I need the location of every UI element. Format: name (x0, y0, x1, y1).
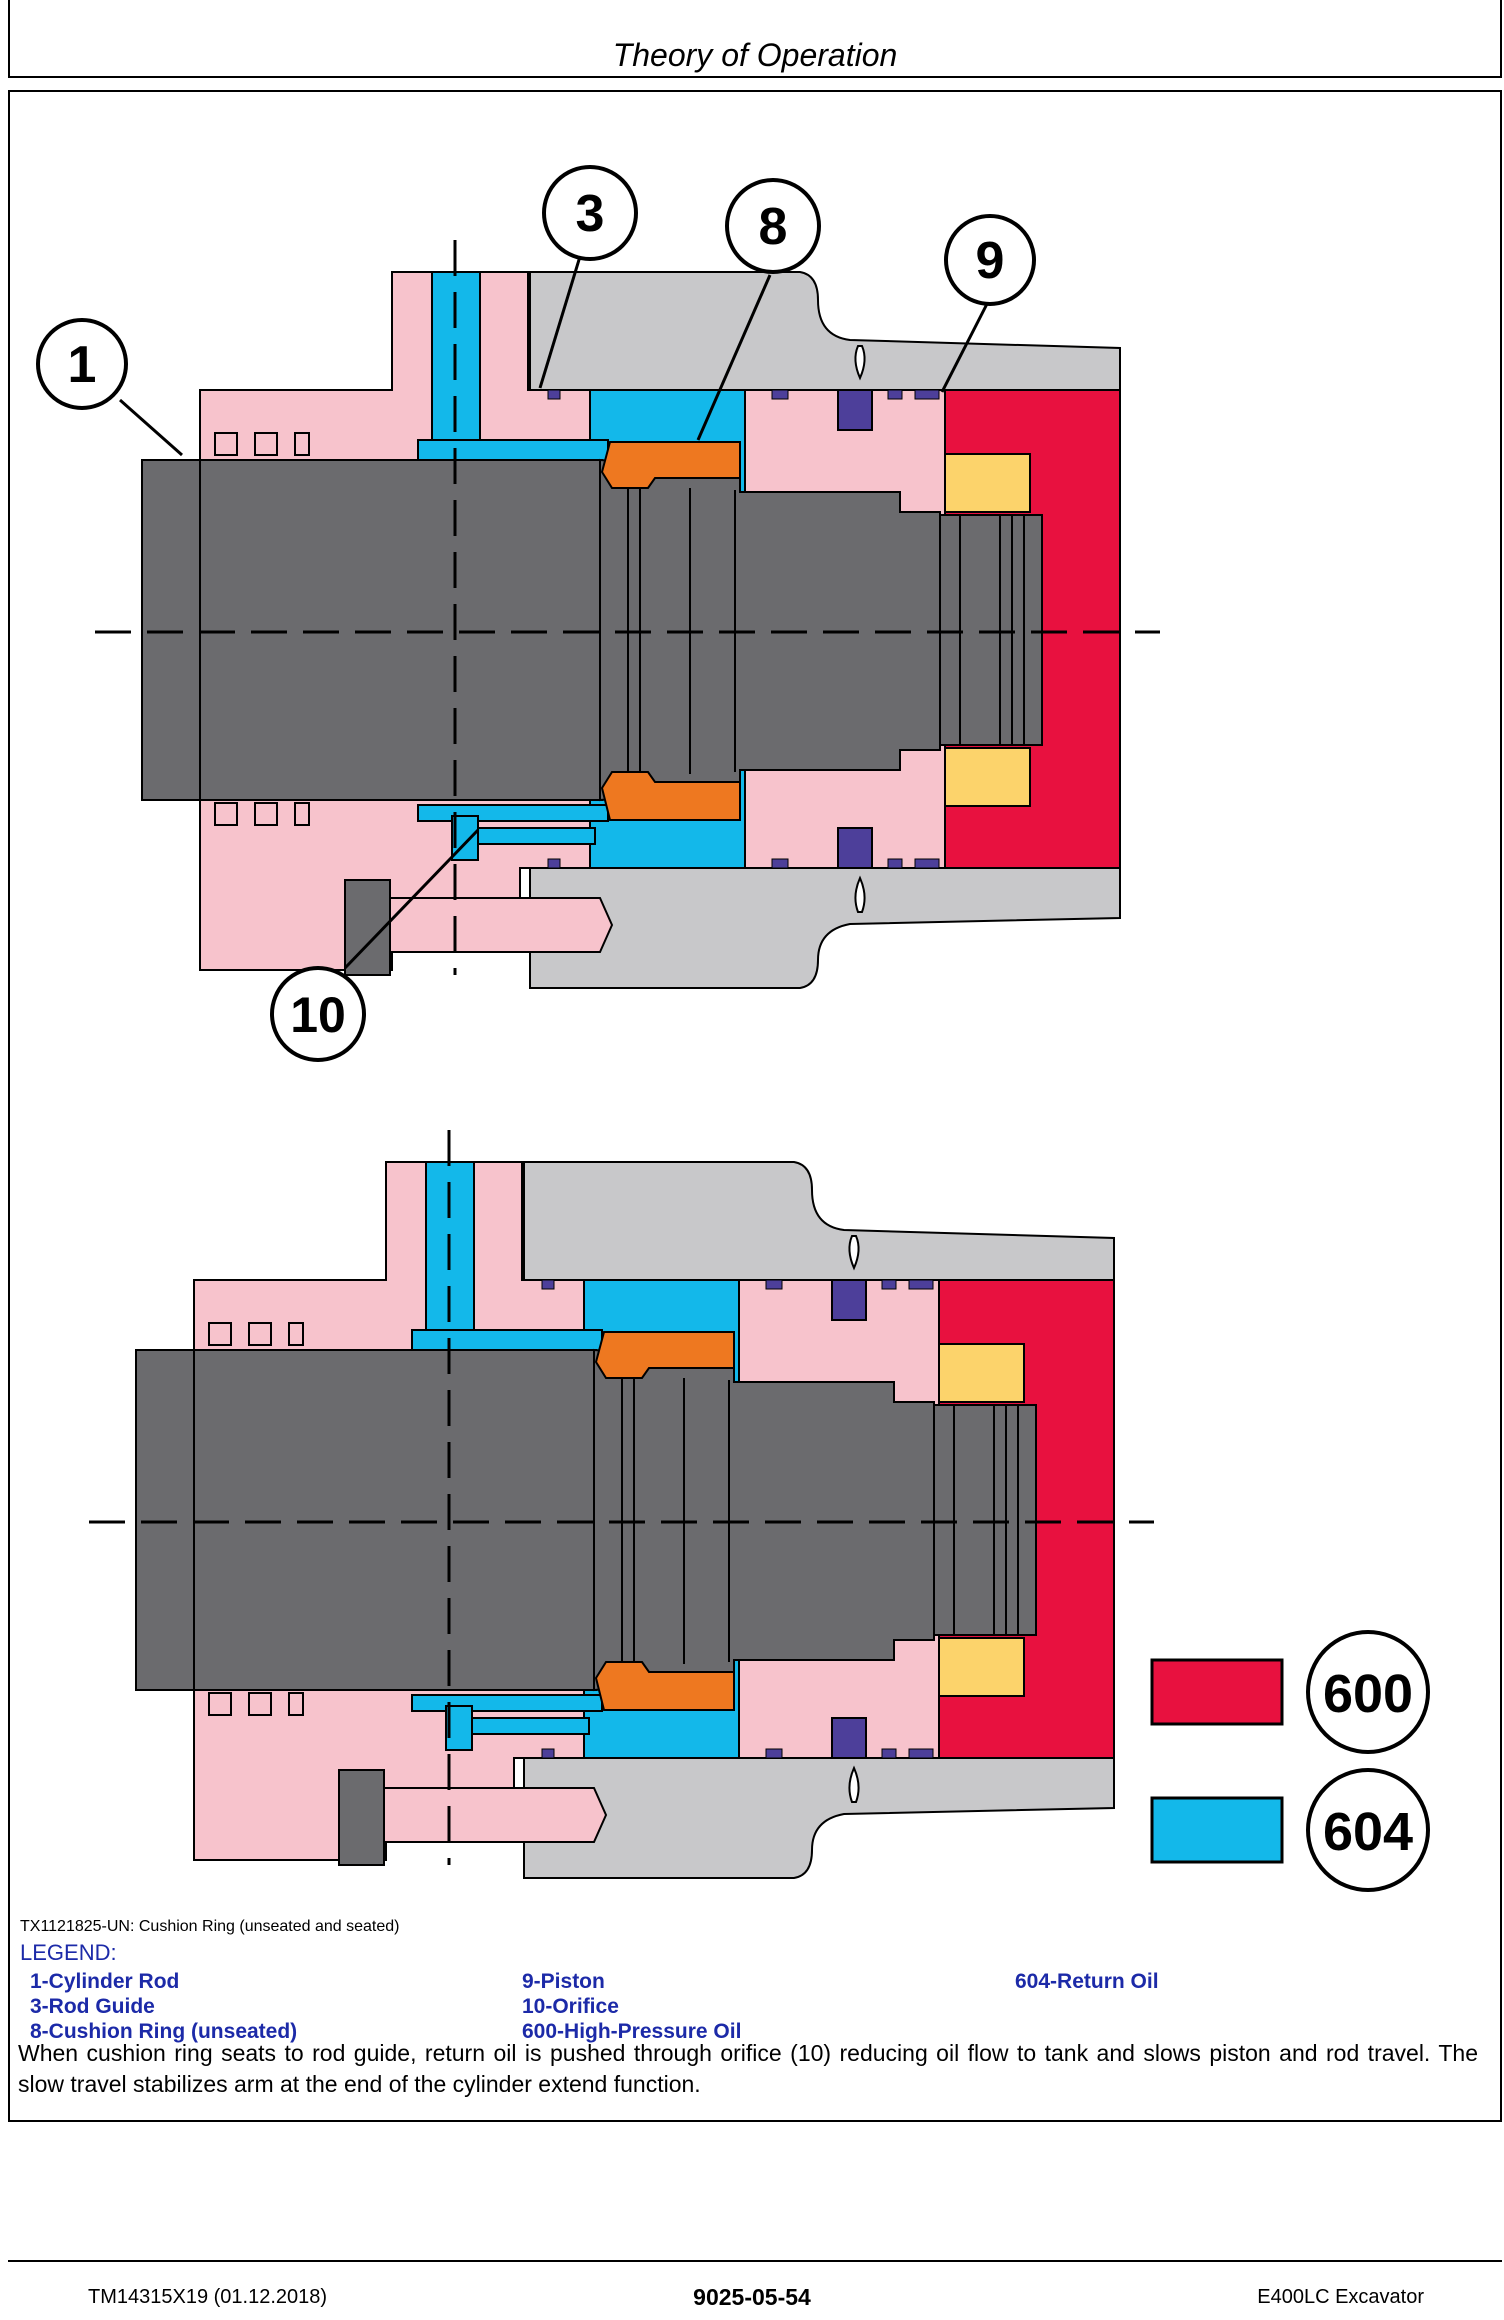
svg-text:604: 604 (1323, 1802, 1413, 1862)
legend-item-cylinder-rod: 1-Cylinder Rod (30, 1970, 180, 1993)
legend-title: LEGEND: (20, 1940, 117, 1965)
legend-item-piston: 9-Piston (522, 1970, 605, 1993)
description-text: When cushion ring seats to rod guide, re… (18, 2040, 1478, 2097)
callout-3: 3 (542, 165, 638, 261)
figure-frame (8, 90, 1502, 2122)
page-header-title: Theory of Operation (612, 37, 898, 73)
color-key-600: 600 (1150, 1630, 1430, 1754)
svg-text:1: 1 (68, 336, 97, 394)
svg-text:8: 8 (759, 198, 788, 256)
figure-caption: TX1121825-UN: Cushion Ring (unseated and… (20, 1918, 400, 1935)
legend-item-rod-guide: 3-Rod Guide (30, 1995, 155, 2018)
footer-manual-id: TM14315X19 (01.12.2018) (88, 2286, 328, 2308)
legend-item-high-pressure-oil: 600-High-Pressure Oil (522, 2020, 742, 2043)
callout-1: 1 (36, 318, 128, 410)
high-pressure-swatch (1150, 1658, 1284, 1726)
svg-text:9: 9 (976, 232, 1005, 290)
color-key-604: 604 (1150, 1768, 1430, 1892)
footer-page-number: 9025-05-54 (693, 2284, 811, 2310)
footer-machine-model: E400LC Excavator (1257, 2286, 1424, 2308)
callout-10: 10 (270, 966, 366, 1062)
cylinder-assembly-unseated (93, 238, 1162, 990)
header-box: Theory of Operation (8, 0, 1502, 78)
legend-item-cushion-ring: 8-Cushion Ring (unseated) (30, 2020, 298, 2043)
svg-text:10: 10 (290, 987, 346, 1043)
legend-item-orifice: 10-Orifice (522, 1995, 619, 2018)
return-oil-swatch (1150, 1796, 1284, 1864)
callout-9: 9 (944, 214, 1036, 306)
callout-8: 8 (725, 178, 821, 274)
cylinder-assembly-seated (87, 1128, 1156, 1880)
legend-item-return-oil: 604-Return Oil (1015, 1970, 1159, 1993)
svg-text:600: 600 (1323, 1664, 1413, 1724)
svg-text:3: 3 (576, 185, 605, 243)
footer-rule (8, 2260, 1502, 2262)
